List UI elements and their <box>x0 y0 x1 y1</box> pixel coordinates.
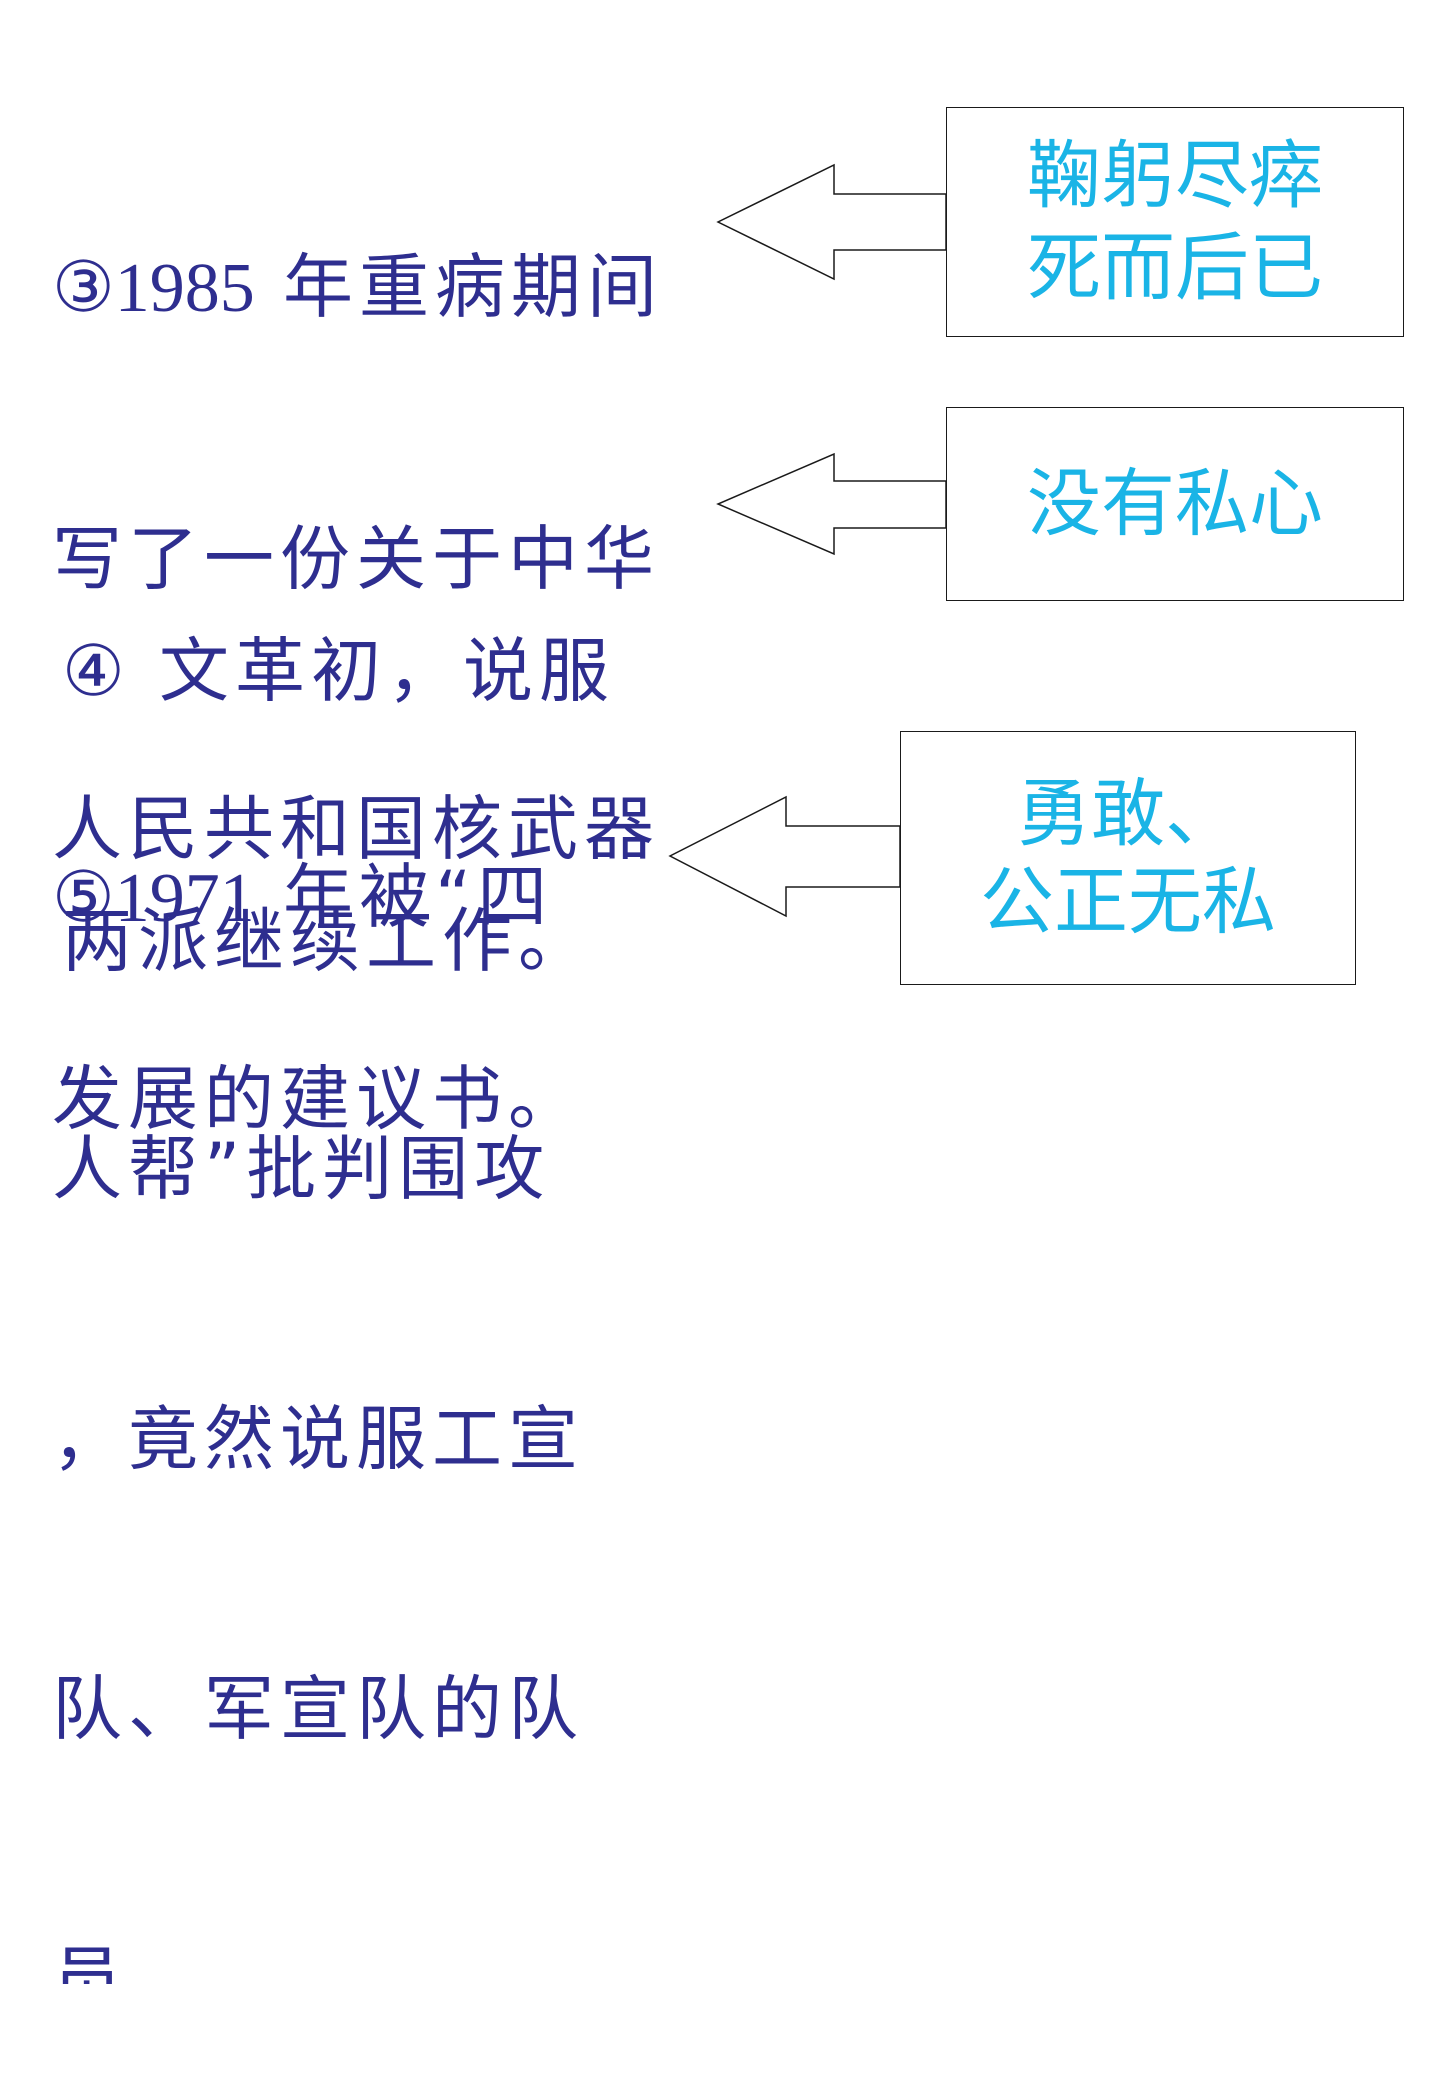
quality-2-line-1: 没有私心 <box>1027 461 1323 547</box>
statement-1-line-2: 写了一份关于中华 <box>52 518 660 600</box>
statement-2-line-2: 两派继续工作。 <box>62 900 594 982</box>
statement-1-line-1: ③1985 年重病期间 <box>52 242 663 334</box>
statement-1-line-3: 人民共和国核武器 <box>52 788 660 870</box>
quality-1-line-2: 死而后已 <box>1027 225 1323 311</box>
quality-box-1: 鞠躬尽瘁 死而后已 <box>946 107 1404 337</box>
statement-1-line-1-text: 年重病期间 <box>254 246 664 328</box>
quality-3-line-2: 公正无私 <box>980 859 1276 945</box>
quality-3-line-1: 勇敢、 <box>1017 771 1239 857</box>
statement-3: ⑤1971 年被“四 人帮”批判围攻 ，竟然说服工宣 队、军宣队的队 员 <box>52 672 584 2074</box>
statement-3-marker: ⑤1971 <box>52 860 255 937</box>
statement-2: ④ 文革初，说服 两派继续工作。 <box>62 446 615 1076</box>
statement-3-line-3: ，竟然说服工宣 <box>52 1398 584 1480</box>
statement-3-line-4: 队、军宣队的队 <box>52 1668 584 1750</box>
statement-1-marker: ③1985 <box>52 250 255 327</box>
statement-3-line-5: 员 <box>52 1938 128 1984</box>
quality-box-2: 没有私心 <box>946 407 1404 601</box>
statement-3-line-1-text: 年被“四 <box>254 856 554 938</box>
statement-2-line-1: ④ 文革初，说服 <box>62 630 616 712</box>
quality-1-line-1: 鞠躬尽瘁 <box>1027 133 1323 219</box>
statement-3-line-2: 人帮”批判围攻 <box>52 1128 551 1210</box>
statement-3-line-1: ⑤1971 年被“四 <box>52 852 584 944</box>
quality-box-3: 勇敢、 公正无私 <box>900 731 1356 985</box>
